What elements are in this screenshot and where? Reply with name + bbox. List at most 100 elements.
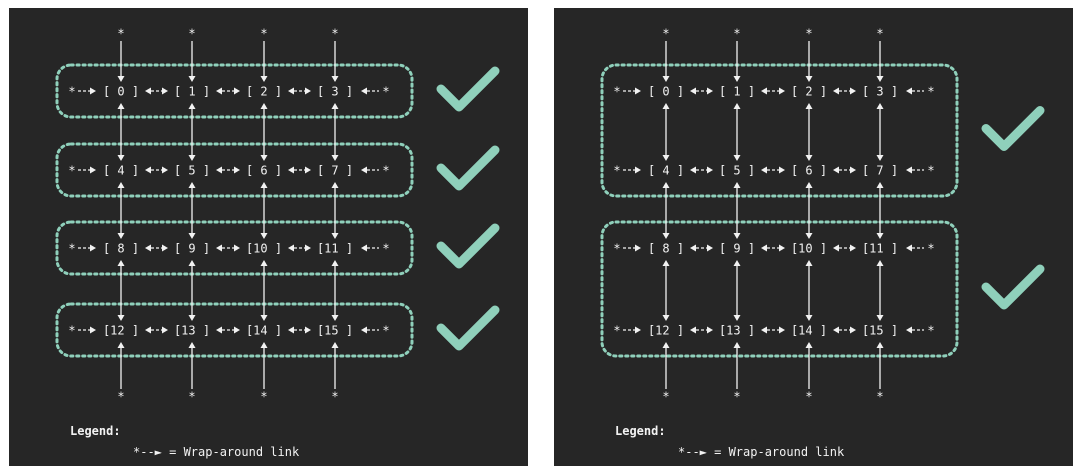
- arrow-left-icon: [906, 166, 912, 174]
- arrow-left-icon: [288, 166, 294, 174]
- arrow-up-icon: [805, 342, 813, 348]
- node-label: [15 ]: [317, 324, 353, 338]
- arrow-up-icon: [662, 103, 670, 109]
- arrow-left-icon: [761, 87, 767, 95]
- arrow-left-icon: [761, 166, 767, 174]
- wrap-marker: *: [68, 85, 75, 99]
- arrow-left-icon: [361, 326, 367, 334]
- arrow-down-icon: [662, 155, 670, 161]
- node-label: [ 2 ]: [791, 85, 827, 99]
- arrow-left-icon: [216, 87, 222, 95]
- node-label: [ 5 ]: [719, 164, 755, 178]
- legend-title: Legend:: [70, 424, 121, 438]
- arrow-right-icon: [850, 244, 856, 252]
- arrow-left-icon: [761, 326, 767, 334]
- arrow-up-icon: [876, 103, 884, 109]
- arrow-down-icon: [805, 76, 813, 82]
- arrow-up-icon: [188, 103, 196, 109]
- group-box: [55, 220, 414, 276]
- arrow-right-icon: [635, 87, 641, 95]
- node-label: [10 ]: [246, 242, 282, 256]
- arrow-left-icon: [145, 244, 151, 252]
- arrow-up-icon: [260, 182, 268, 188]
- checkmark-icon: [981, 264, 1045, 310]
- group-box: [600, 63, 959, 198]
- wrap-marker: *: [382, 324, 389, 338]
- wrap-marker: *: [876, 27, 883, 41]
- arrow-down-icon: [876, 315, 884, 321]
- arrow-left-icon: [361, 244, 367, 252]
- arrow-up-icon: [117, 342, 125, 348]
- arrow-down-icon: [260, 76, 268, 82]
- arrow-down-icon: [662, 76, 670, 82]
- node-label: [ 7 ]: [862, 164, 898, 178]
- arrow-down-icon: [260, 155, 268, 161]
- wrap-marker: *: [733, 390, 740, 404]
- wrap-marker: *: [331, 27, 338, 41]
- arrow-left-icon: [690, 326, 696, 334]
- checkmark-icon: [436, 145, 500, 191]
- node-label: [ 8 ]: [103, 242, 139, 256]
- legend-wrap-around-link: *--► = Wrap-around link: [133, 445, 300, 459]
- node-label: [ 0 ]: [648, 85, 684, 99]
- checkmark-icon: [436, 223, 500, 269]
- arrow-down-icon: [733, 233, 741, 239]
- arrow-down-icon: [331, 76, 339, 82]
- node-label: [13 ]: [719, 324, 755, 338]
- arrow-left-icon: [216, 166, 222, 174]
- arrow-up-icon: [733, 182, 741, 188]
- arrow-up-icon: [662, 260, 670, 266]
- arrow-down-icon: [805, 155, 813, 161]
- arrow-right-icon: [850, 326, 856, 334]
- arrow-left-icon: [361, 87, 367, 95]
- wrap-marker: *: [662, 390, 669, 404]
- arrow-down-icon: [876, 233, 884, 239]
- arrow-right-icon: [707, 87, 713, 95]
- arrow-up-icon: [331, 182, 339, 188]
- arrow-up-icon: [805, 260, 813, 266]
- arrow-down-icon: [260, 315, 268, 321]
- arrow-left-icon: [833, 244, 839, 252]
- arrow-down-icon: [331, 233, 339, 239]
- arrow-right-icon: [850, 87, 856, 95]
- arrow-down-icon: [117, 233, 125, 239]
- arrow-down-icon: [260, 233, 268, 239]
- arrow-up-icon: [331, 103, 339, 109]
- arrow-right-icon: [90, 87, 96, 95]
- node-label: [12 ]: [648, 324, 684, 338]
- arrow-up-icon: [188, 260, 196, 266]
- arrow-down-icon: [733, 155, 741, 161]
- arrow-down-icon: [805, 315, 813, 321]
- arrow-right-icon: [305, 326, 311, 334]
- arrow-up-icon: [331, 342, 339, 348]
- arrow-left-icon: [833, 166, 839, 174]
- mesh-diagram-row-groups: *****[ 0 ][ 1 ][ 2 ][ 3 ]**[ 4 ][ 5 ][ 6…: [9, 8, 528, 466]
- arrow-left-icon: [833, 326, 839, 334]
- arrow-down-icon: [876, 155, 884, 161]
- arrow-right-icon: [234, 244, 240, 252]
- node-label: [ 3 ]: [317, 85, 353, 99]
- wrap-marker: *: [805, 390, 812, 404]
- legend-title: Legend:: [615, 424, 666, 438]
- arrow-right-icon: [305, 166, 311, 174]
- node-label: [14 ]: [791, 324, 827, 338]
- arrow-right-icon: [779, 87, 785, 95]
- arrow-right-icon: [162, 326, 168, 334]
- wrap-marker: *: [927, 164, 934, 178]
- node-label: [ 7 ]: [317, 164, 353, 178]
- node-label: [ 4 ]: [648, 164, 684, 178]
- wrap-marker: *: [876, 390, 883, 404]
- arrow-down-icon: [188, 233, 196, 239]
- node-label: [14 ]: [246, 324, 282, 338]
- node-label: [ 2 ]: [246, 85, 282, 99]
- wrap-marker: *: [188, 27, 195, 41]
- arrow-left-icon: [906, 326, 912, 334]
- arrow-right-icon: [850, 166, 856, 174]
- arrow-down-icon: [331, 155, 339, 161]
- node-label: [11 ]: [317, 242, 353, 256]
- node-label: [ 5 ]: [174, 164, 210, 178]
- arrow-up-icon: [662, 342, 670, 348]
- wrap-marker: *: [613, 324, 620, 338]
- arrow-up-icon: [805, 182, 813, 188]
- arrow-left-icon: [690, 87, 696, 95]
